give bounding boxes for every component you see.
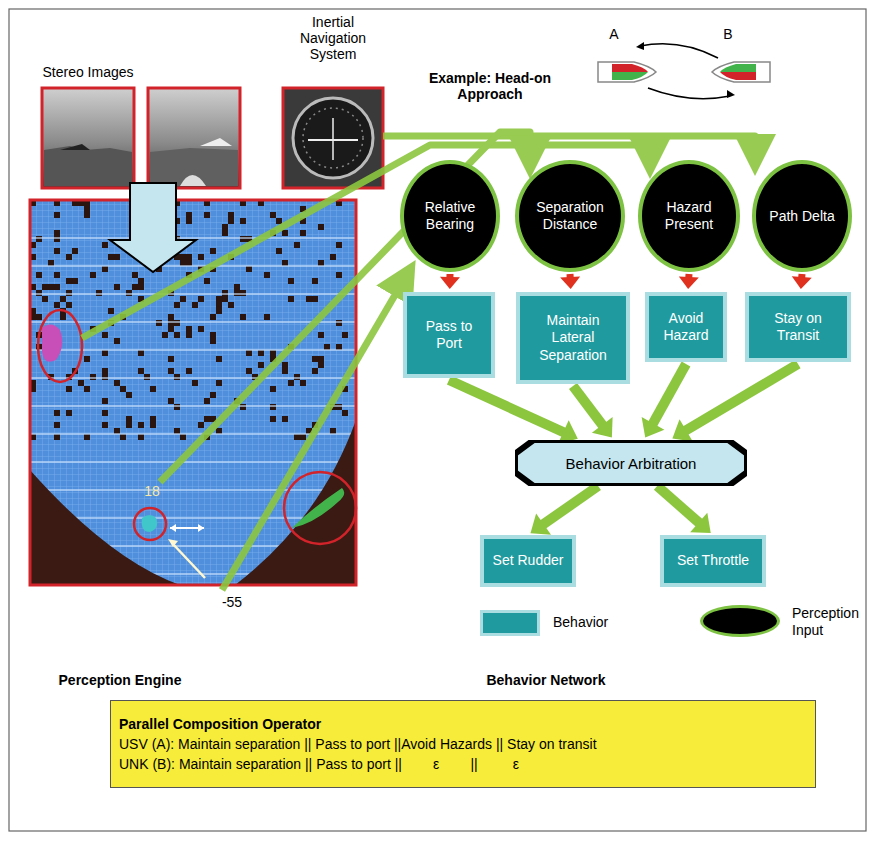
behavior-arrow [672, 364, 798, 441]
vessel-letter: B [723, 26, 732, 42]
section-label: Perception Engine [59, 672, 182, 688]
legend-label: Perception Input [792, 605, 858, 639]
input-arrow [792, 274, 812, 289]
section-label: Behavior Network [486, 672, 605, 688]
perception-input: Relative Bearing [400, 160, 500, 272]
section-label: Inertial Navigation System [288, 14, 378, 62]
flow-arrow [110, 183, 196, 272]
behavior-box: Stay on Transit [745, 292, 851, 362]
callout-number: 18 [144, 483, 160, 499]
stereo-photo [42, 88, 240, 188]
node-label: Maintain Lateral Separation [524, 312, 622, 365]
ins-gauge [283, 88, 383, 188]
node-label: Separation Distance [532, 199, 607, 233]
node-label: Set Throttle [677, 552, 749, 570]
node-label: Relative Bearing [416, 199, 484, 233]
node-label: Behavior Arbitration [566, 455, 697, 472]
node-label: Path Delta [769, 208, 834, 225]
node-label: Hazard Present [654, 199, 724, 233]
behavior-box: Set Throttle [660, 535, 766, 587]
node-label: Avoid Hazard [653, 310, 719, 345]
perception-grid [30, 200, 356, 585]
frame [9, 9, 866, 831]
perception-input: Separation Distance [515, 160, 625, 272]
behavior-box: Set Rudder [480, 535, 576, 587]
behavior-arrow [657, 486, 711, 533]
perception-input: Hazard Present [638, 160, 740, 272]
behavior-box: Avoid Hazard [645, 292, 727, 362]
section-label: Stereo Images [42, 64, 133, 80]
node-label: Pass to Port [411, 318, 487, 353]
node-label: Parallel Composition Operator [119, 714, 321, 734]
callout-number: -55 [220, 594, 244, 610]
legend-swatch [700, 605, 780, 637]
behavior-arrow [530, 486, 598, 535]
input-arrow [440, 274, 460, 289]
behavior-box: Pass to Port [403, 292, 495, 378]
behavior-arrow [449, 380, 578, 444]
behavior-box: Maintain Lateral Separation [516, 292, 630, 384]
perception-input: Path Delta [752, 160, 852, 272]
node-text: UNK (B): Maintain separation || Pass to … [119, 754, 519, 774]
input-arrow [560, 274, 580, 289]
legend-swatch [480, 610, 540, 636]
node-label: Set Rudder [493, 552, 564, 570]
legend-label: Behavior [553, 614, 608, 630]
input-arrow [679, 274, 699, 289]
vessel-letter: A [609, 26, 618, 42]
node-label: Stay on Transit [753, 310, 843, 345]
head-on-icon [598, 42, 770, 99]
arbitration-octagon: Behavior Arbitration [515, 440, 747, 486]
node-text: USV (A): Maintain separation || Pass to … [119, 734, 597, 754]
operator-box: Parallel Composition OperatorUSV (A): Ma… [110, 700, 816, 788]
example-title: Example: Head-on Approach [420, 70, 560, 102]
behavior-arrow [573, 386, 613, 438]
perception-leader [82, 132, 755, 590]
